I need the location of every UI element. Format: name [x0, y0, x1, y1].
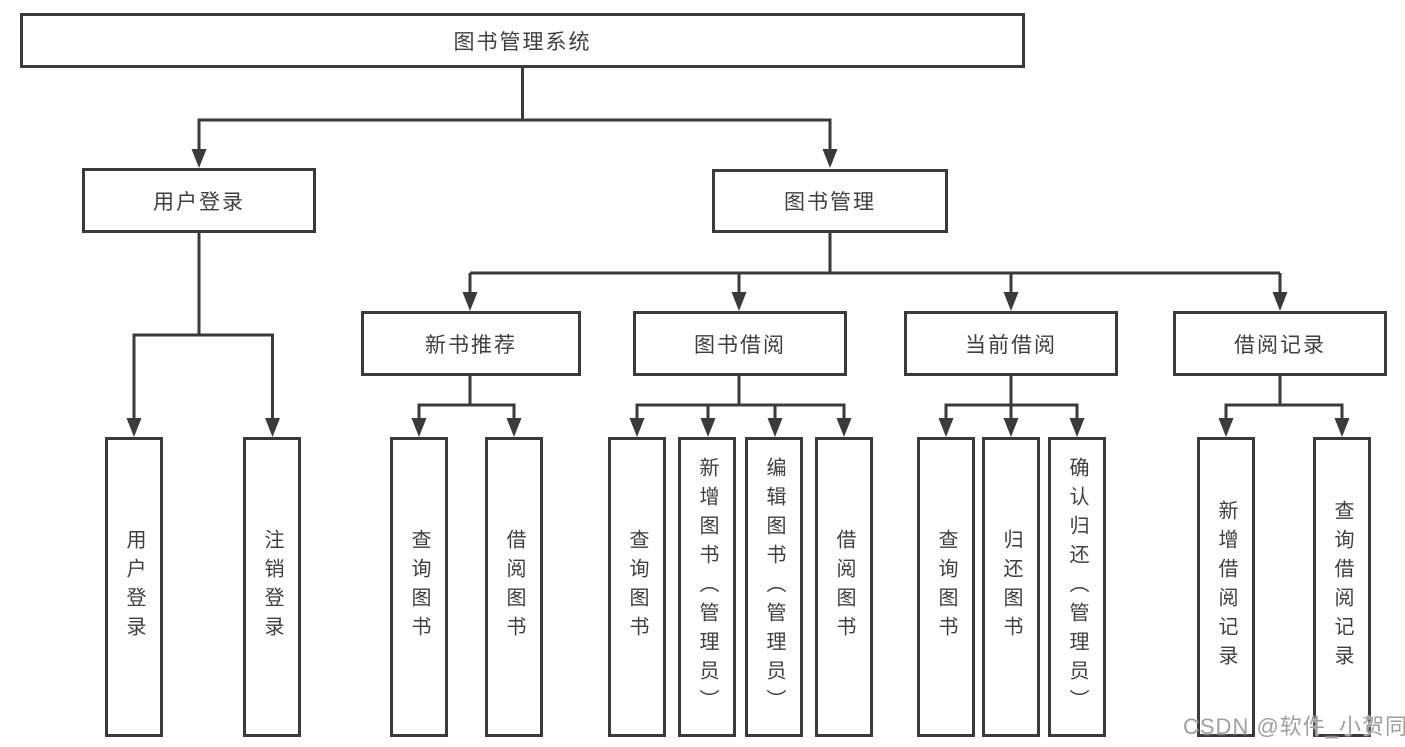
leaf-query-borrow-record: 查询借阅记录 — [1313, 437, 1371, 737]
leaf-add-book-admin: 新增图书（管理员） — [678, 437, 736, 737]
leaf-user-login: 用户登录 — [105, 437, 163, 737]
leaf-query-books-current: 查询图书 — [917, 437, 975, 737]
node-borrow-records: 借阅记录 — [1173, 311, 1387, 376]
leaf-add-borrow-record: 新增借阅记录 — [1197, 437, 1255, 737]
leaf-borrow-books-borrowing: 借阅图书 — [815, 437, 873, 737]
node-book-borrowing: 图书借阅 — [633, 311, 847, 376]
leaf-return-book: 归还图书 — [982, 437, 1040, 737]
leaf-query-books-borrowing: 查询图书 — [608, 437, 666, 737]
leaf-borrow-books-recommend: 借阅图书 — [485, 437, 543, 737]
leaf-logout: 注销登录 — [243, 437, 301, 737]
leaf-edit-book-admin: 编辑图书（管理员） — [745, 437, 803, 737]
node-user-login: 用户登录 — [82, 168, 316, 233]
node-root: 图书管理系统 — [20, 13, 1025, 68]
node-current-borrowing: 当前借阅 — [904, 311, 1118, 376]
leaf-confirm-return-admin: 确认归还（管理员） — [1048, 437, 1106, 737]
leaf-query-books-recommend: 查询图书 — [390, 437, 448, 737]
node-book-management: 图书管理 — [712, 169, 948, 233]
watermark: CSDN @软件_小贺同学 — [1183, 714, 1405, 739]
node-new-book-recommend: 新书推荐 — [361, 311, 581, 376]
